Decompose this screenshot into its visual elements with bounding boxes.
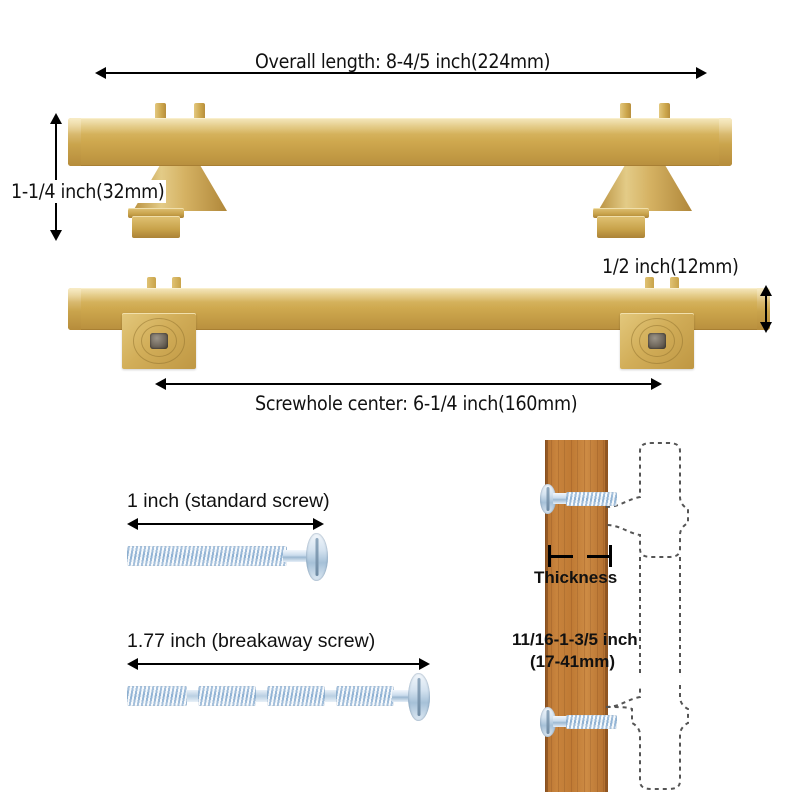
arrow-shaft (133, 523, 318, 525)
arrow-head-top (760, 285, 772, 296)
plate-ring (631, 318, 683, 364)
plate-ring (141, 325, 177, 357)
screw-thread-segment (198, 686, 256, 706)
post-base-right (597, 216, 645, 238)
arrow-head-left (127, 518, 138, 530)
thickness-tick-right (609, 545, 612, 567)
arrow-head-bottom (50, 230, 62, 241)
screw-slot (546, 710, 550, 734)
screw-slot (315, 537, 319, 577)
screw-thread-segment (336, 686, 394, 706)
arrow-head-right (651, 378, 662, 390)
arrow-head-right (419, 658, 430, 670)
handle-bar-front (68, 118, 732, 166)
screwhole-center-arrow (155, 378, 662, 390)
bar-end-cap-left (68, 118, 81, 166)
height-arrow (50, 113, 62, 241)
screw-head-right (648, 333, 666, 349)
arrow-head-left (127, 658, 138, 670)
thickness-tick-bar (587, 555, 612, 558)
screw-thread (566, 492, 617, 506)
screw-head (408, 673, 430, 721)
screw-breakaway-groove (325, 690, 336, 702)
thickness-tick-bar (548, 555, 573, 558)
screw-breakaway-groove (187, 690, 198, 702)
arrow-head-right (696, 67, 707, 79)
height-label: 1-1/4 inch(32mm) (9, 180, 167, 203)
standard-screw-label: 1 inch (standard screw) (127, 490, 330, 512)
arrow-shaft (55, 119, 57, 235)
post-pedestal-right (598, 163, 692, 211)
standard-screw-arrow (127, 518, 324, 530)
post-plinth-right (593, 208, 649, 218)
post-base-left (132, 216, 180, 238)
screw-thread (566, 715, 617, 729)
screw-head-left (150, 333, 168, 349)
thickness-range-mm-label: (17-41mm) (530, 652, 616, 671)
mounting-plate-right (620, 313, 694, 369)
bar-end-cap-left (68, 288, 81, 330)
arrow-shaft (133, 663, 424, 665)
breakaway-screw-label: 1.77 inch (breakaway screw) (127, 630, 376, 652)
overall-length-arrow (95, 67, 707, 79)
screw-slot (546, 487, 550, 511)
screw-head (540, 484, 556, 514)
plate-ring (133, 318, 185, 364)
arrow-head-left (95, 67, 106, 79)
thickness-range-inch-label: 11/16-1-3/5 inch (512, 630, 638, 649)
screw-thread (127, 546, 287, 566)
arrow-head-top (50, 113, 62, 124)
screw-shank (553, 716, 567, 727)
screw-thread-segment (127, 686, 187, 706)
screw-shank (553, 493, 567, 504)
arrow-shaft (101, 72, 701, 74)
breakaway-screw-arrow (127, 658, 430, 670)
panel-edge (545, 440, 548, 792)
screw-head (540, 707, 556, 737)
arrow-shaft (161, 383, 656, 385)
arrow-head-right (313, 518, 324, 530)
handle-silhouette-outline (600, 437, 720, 795)
plate-ring (639, 325, 675, 357)
arrow-shaft (765, 291, 767, 327)
depth-label: 1/2 inch(12mm) (602, 255, 739, 278)
panel-edge (605, 440, 608, 792)
mounting-plate-left (122, 313, 196, 369)
screw-slot (417, 677, 421, 717)
screw-thread-segment (267, 686, 325, 706)
screw-breakaway-groove (256, 690, 267, 702)
depth-arrow (760, 285, 772, 333)
bar-end-cap-right (719, 118, 732, 166)
arrow-head-bottom (760, 322, 772, 333)
post-plinth-left (128, 208, 184, 218)
arrow-head-left (155, 378, 166, 390)
screwhole-center-label: Screwhole center: 6-1/4 inch(160mm) (255, 392, 578, 415)
overall-length-label: Overall length: 8-4/5 inch(224mm) (255, 50, 551, 73)
thickness-label: Thickness (534, 568, 618, 587)
screw-head (306, 533, 328, 581)
